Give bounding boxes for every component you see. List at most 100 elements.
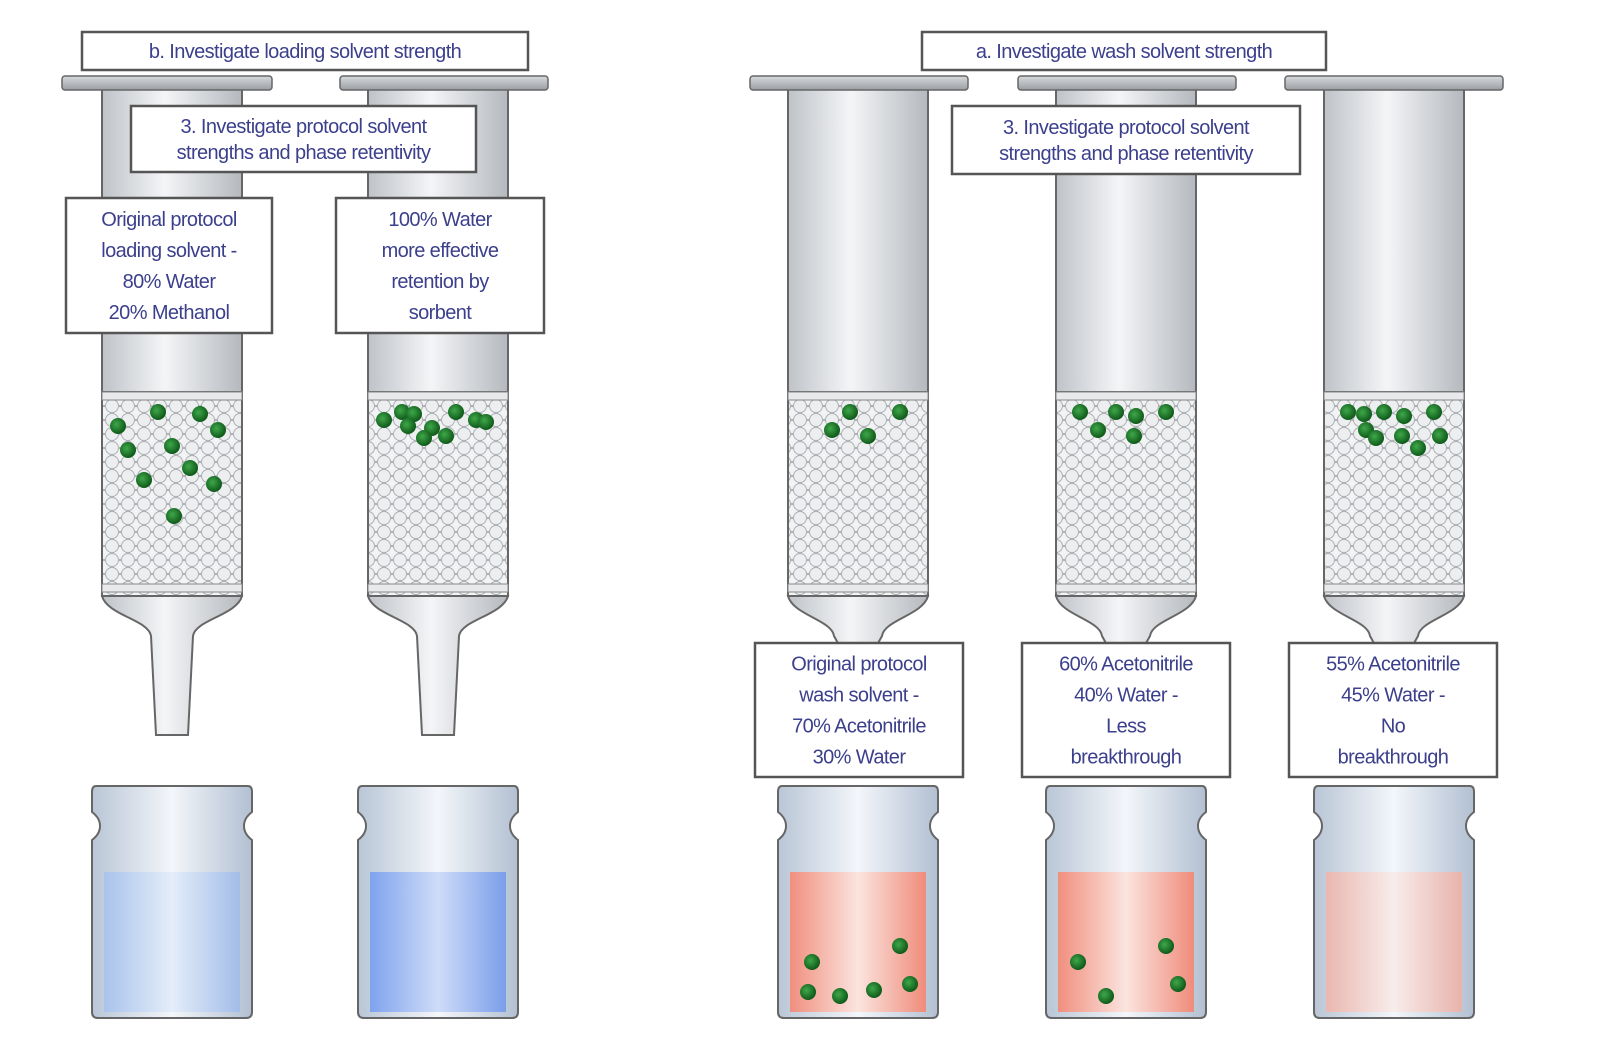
cartridge-tip: [1054, 595, 1198, 646]
frit-top: [101, 391, 243, 401]
label-line: more effective: [382, 240, 499, 262]
collection-vial: [777, 785, 939, 1019]
analyte-dot: [166, 508, 182, 524]
analyte-dot: [1108, 404, 1124, 420]
frit-bottom: [1323, 583, 1465, 593]
vial-liquid: [104, 872, 240, 1012]
analyte-dot: [1158, 404, 1174, 420]
cartridge-tip: [100, 595, 244, 736]
cartridge-barrel: [1323, 87, 1465, 393]
analyte-dot: [210, 422, 226, 438]
label-box: [753, 641, 965, 779]
label-box: [129, 104, 478, 174]
label-line: sorbent: [409, 302, 473, 324]
analyte-dot: [1368, 430, 1384, 446]
label-line: strengths and phase retentivity: [999, 143, 1253, 165]
analyte-dot: [1410, 440, 1426, 456]
panel-a-title: a. Investigate wash solvent strength: [920, 30, 1328, 72]
cartridge-flange: [1017, 75, 1237, 91]
frit-bottom: [787, 583, 929, 593]
panel-a-step: 3. Investigate protocol solvent strengths…: [950, 104, 1302, 176]
analyte-dot: [1394, 428, 1410, 444]
analyte-dot: [416, 430, 432, 446]
label-line: 45% Water -: [1341, 685, 1445, 707]
frit-top: [367, 391, 509, 401]
label-line: breakthrough: [1071, 747, 1182, 769]
panel-a-label-2: 60% Acetonitrile 40% Water - Less breakthro…: [1020, 641, 1232, 779]
analyte-dot: [1340, 404, 1356, 420]
label-box: [920, 30, 1328, 72]
label-line: Original protocol: [101, 209, 237, 231]
analyte-dot: [120, 442, 136, 458]
cartridge-flange: [1284, 75, 1504, 91]
analyte-dot: [1158, 938, 1174, 954]
analyte-dot: [866, 982, 882, 998]
label-line: 3. Investigate protocol solvent: [181, 116, 428, 138]
label-box: [64, 196, 274, 335]
label-box: [950, 104, 1302, 176]
analyte-dot: [150, 404, 166, 420]
analyte-dot: [824, 422, 840, 438]
analyte-dot: [164, 438, 180, 454]
analyte-dot: [1126, 428, 1142, 444]
analyte-dot: [1090, 422, 1106, 438]
analyte-dot: [394, 404, 410, 420]
panel-a-label-1: Original protocol wash solvent - 70% Aceto…: [753, 641, 965, 779]
label-line: Original protocol: [791, 654, 927, 676]
label-line: 80% Water: [123, 271, 217, 293]
label-text: a. Investigate wash solvent strength: [976, 41, 1272, 63]
label-box: [334, 196, 546, 335]
frit-bottom: [1055, 583, 1197, 593]
frit-top: [1055, 391, 1197, 401]
analyte-dot: [192, 406, 208, 422]
label-line: 40% Water -: [1074, 685, 1178, 707]
analyte-dot: [110, 418, 126, 434]
label-line: breakthrough: [1338, 747, 1449, 769]
label-line: Less: [1106, 716, 1146, 738]
vial-liquid: [1058, 872, 1194, 1012]
analyte-dot: [860, 428, 876, 444]
label-line: No: [1381, 716, 1406, 738]
analyte-dot: [1170, 976, 1186, 992]
spe-cartridge: [749, 75, 969, 646]
cartridge-barrel: [787, 87, 929, 393]
vial-liquid: [1326, 872, 1462, 1012]
analyte-dot: [206, 476, 222, 492]
label-line: 20% Methanol: [109, 302, 230, 324]
analyte-dot: [1356, 406, 1372, 422]
label-text: b. Investigate loading solvent strength: [149, 41, 461, 63]
analyte-dot: [892, 938, 908, 954]
label-line: 60% Acetonitrile: [1059, 654, 1193, 676]
analyte-dot: [1070, 954, 1086, 970]
cartridge-tip: [786, 595, 930, 646]
collection-vial: [91, 785, 253, 1019]
analyte-dot: [478, 414, 494, 430]
cartridge-flange: [749, 75, 969, 91]
spe-cartridge: [339, 75, 549, 736]
sorbent-bed: [787, 391, 929, 597]
label-line: retention by: [391, 271, 489, 293]
cartridge-flange: [339, 75, 549, 91]
panel-b-label-1: Original protocol loading solvent - 80% Wa…: [64, 196, 274, 335]
analyte-dot: [406, 406, 422, 422]
label-line: 70% Acetonitrile: [792, 716, 926, 738]
panel-b-title: b. Investigate loading solvent strength: [80, 30, 530, 72]
analyte-dot: [1396, 408, 1412, 424]
label-line: strengths and phase retentivity: [177, 142, 431, 164]
collection-vial: [357, 785, 519, 1019]
analyte-dot: [832, 988, 848, 1004]
analyte-dot: [800, 984, 816, 1000]
analyte-dot: [1432, 428, 1448, 444]
label-line: loading solvent -: [101, 240, 236, 262]
collection-vial: [1045, 785, 1207, 1019]
label-line: wash solvent -: [798, 685, 918, 707]
label-box: [1020, 641, 1232, 779]
analyte-dot: [448, 404, 464, 420]
label-line: 3. Investigate protocol solvent: [1003, 117, 1250, 139]
collection-vial: [1313, 785, 1475, 1019]
frit-bottom: [101, 583, 243, 593]
analyte-dot: [902, 976, 918, 992]
analyte-dot: [400, 418, 416, 434]
